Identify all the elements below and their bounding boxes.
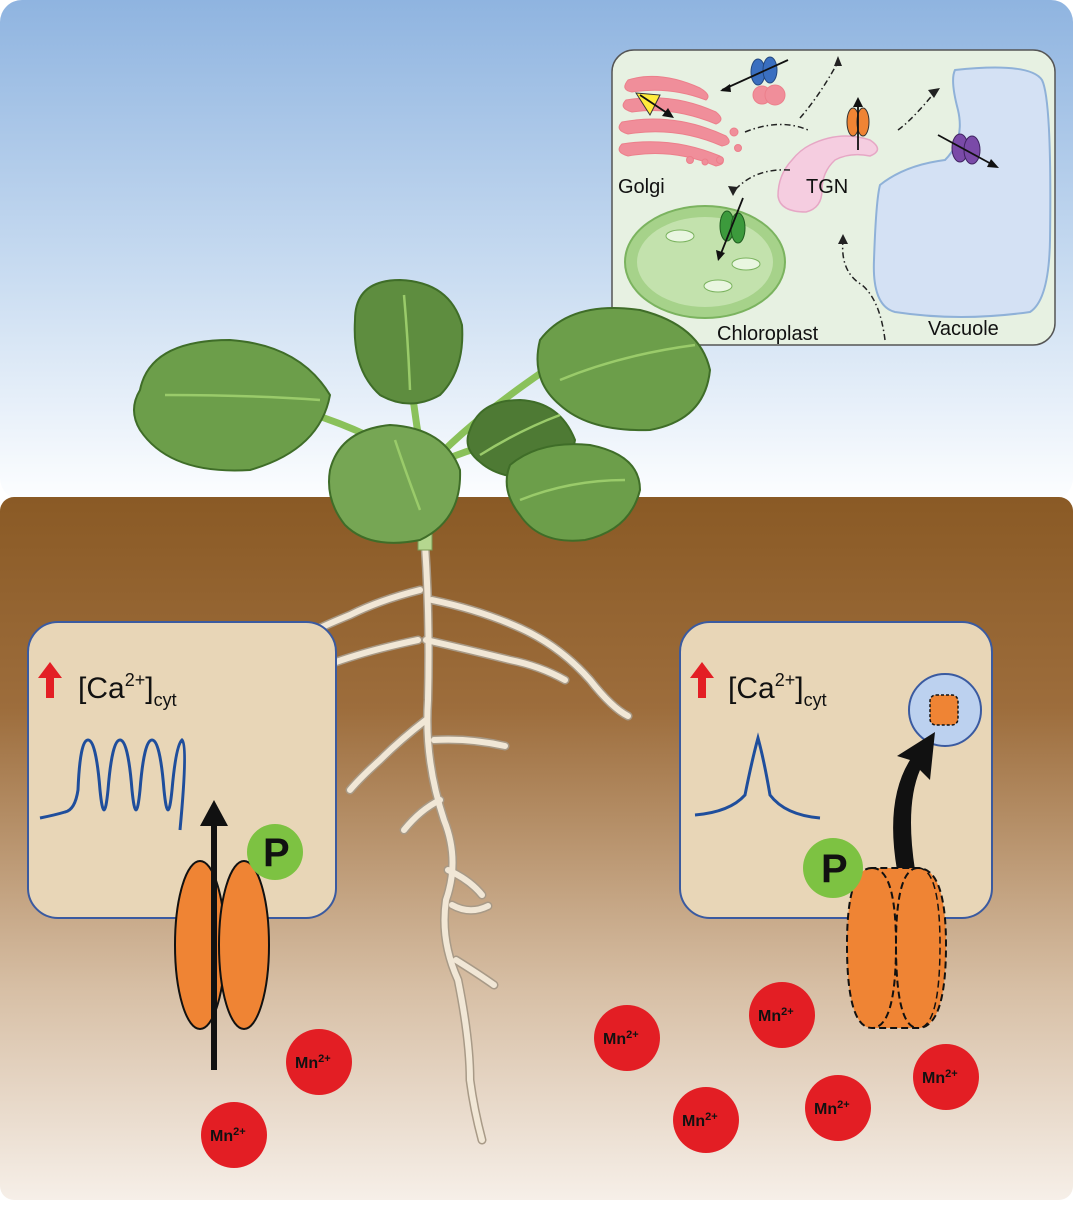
mn-ion: Mn2+ <box>913 1044 979 1110</box>
svg-text:Mn2+: Mn2+ <box>922 1068 958 1087</box>
root-system <box>265 540 633 1145</box>
svg-text:Mn2+: Mn2+ <box>603 1029 639 1048</box>
tgn-label: TGN <box>806 176 848 198</box>
organelle-inset: Golgi TGN Chloroplast Vacuole <box>611 49 1056 346</box>
leaf-center <box>328 423 462 544</box>
phospho-circle-left <box>247 824 303 880</box>
leaf-right <box>536 307 712 432</box>
svg-text:Mn2+: Mn2+ <box>682 1111 718 1130</box>
chloroplast-transporter-green <box>716 197 746 261</box>
ca-increase-arrow-left <box>38 662 62 698</box>
phospho-label-right: P <box>821 847 848 891</box>
plant-rosette <box>133 278 712 551</box>
chloroplast-label: Chloroplast <box>717 323 819 345</box>
chloroplast-shape <box>624 205 786 319</box>
mn-ion: Mn2+ <box>594 1005 660 1071</box>
leaf-midribs <box>164 294 696 511</box>
mn-ion: Mn2+ <box>749 982 815 1048</box>
golgi-label: Golgi <box>618 176 665 198</box>
cell-panel-right: [Ca2+]cyt P <box>679 621 993 1029</box>
internalization-arrow <box>893 732 935 870</box>
vacuole-shape <box>872 66 1052 318</box>
ca-label-right: [Ca2+]cyt <box>728 670 827 710</box>
phospho-label-left: P <box>263 831 290 875</box>
mn-ion: Mn2+ <box>805 1075 871 1141</box>
vacuole-label: Vacuole <box>928 318 999 340</box>
svg-text:Mn2+: Mn2+ <box>814 1099 850 1118</box>
vesicle-arrowheads <box>728 56 940 244</box>
phospho-circle-right <box>803 838 863 898</box>
vacuole-transporter-purple <box>937 133 999 168</box>
ca-label-left: [Ca2+]cyt <box>78 670 177 710</box>
mn-ion: Mn2+ <box>286 1029 352 1095</box>
mn-ion: Mn2+ <box>201 1102 267 1168</box>
cell-panel-left: [Ca2+]cyt P <box>27 621 337 1070</box>
endosome-vesicle <box>908 673 982 747</box>
ca-single-peak-trace <box>694 732 821 820</box>
ca-increase-arrow-right <box>690 662 714 698</box>
golgi-apparatus <box>618 75 786 167</box>
vesicle-paths <box>734 61 936 341</box>
tgn-transporter-orange <box>846 97 870 150</box>
svg-text:Mn2+: Mn2+ <box>295 1053 331 1072</box>
mn-transporter-left <box>174 800 270 1070</box>
golgi-transporter-blue <box>720 56 789 92</box>
svg-text:Mn2+: Mn2+ <box>758 1006 794 1025</box>
mn-ions: Mn2+ Mn2+ Mn2+ Mn2+ Mn2+ Mn2+ Mn2+ <box>201 982 979 1168</box>
svg-text:Mn2+: Mn2+ <box>210 1126 246 1145</box>
golgi-transporter-yellow <box>635 92 674 118</box>
leaf-lower-right <box>505 443 642 542</box>
ca-oscillation-trace <box>39 738 187 831</box>
mn-ion: Mn2+ <box>673 1087 739 1153</box>
leaf-left <box>133 338 332 472</box>
mn-transporter-right <box>845 867 948 1029</box>
